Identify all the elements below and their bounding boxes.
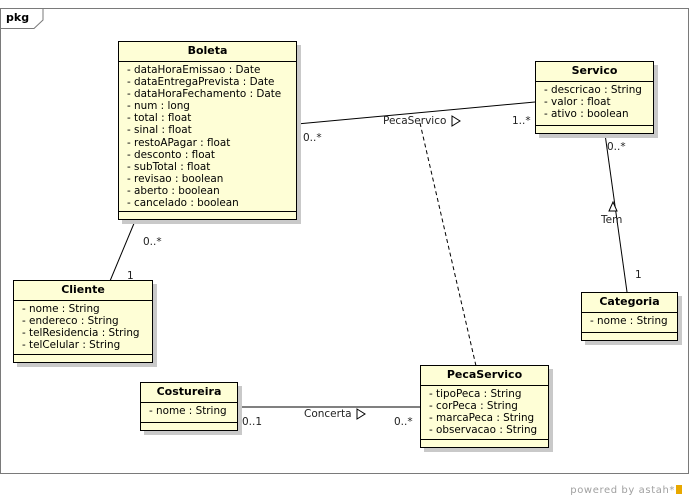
- attribute-list: - nome : String: [582, 313, 677, 327]
- attribute: - total : float: [127, 112, 192, 125]
- multiplicity-costureira-near-pecaservico: 0..*: [394, 416, 413, 428]
- attribute: - endereco : String: [22, 315, 119, 328]
- multiplicity-boleta-cliente-near-cliente: 1: [127, 270, 134, 282]
- class-categoria[interactable]: Categoria - nome : String: [581, 292, 678, 341]
- class-cliente[interactable]: Cliente - nome : String - endereco : Str…: [13, 280, 153, 363]
- attribute: - tipoPeca : String: [429, 388, 522, 400]
- attribute: - cancelado : boolean: [127, 197, 239, 210]
- class-name: Servico: [536, 62, 653, 82]
- attribute: - telResidencia : String: [22, 327, 140, 340]
- attribute: - num : long: [127, 100, 190, 113]
- watermark-text: powered by astah*: [570, 485, 675, 496]
- assoc-class-dashed-line: [419, 122, 477, 367]
- attribute: - observacao : String: [429, 424, 538, 437]
- direction-arrow-pecaservico: [451, 115, 461, 127]
- operations-compartment: [536, 125, 653, 133]
- attribute: - restoAPagar : float: [127, 136, 231, 149]
- multiplicity-servico-categoria-near-categoria: 1: [635, 269, 642, 281]
- attribute: - descricao : String: [544, 84, 642, 96]
- attribute-list: - descricao : String - valor : float - a…: [536, 82, 653, 120]
- class-pecaservico[interactable]: PecaServico - tipoPeca : String - corPec…: [420, 365, 549, 448]
- class-name: Boleta: [119, 42, 296, 62]
- class-costureira[interactable]: Costureira - nome : String: [140, 382, 238, 431]
- multiplicity-servico-categoria-near-servico: 0..*: [607, 141, 626, 153]
- operations-compartment: [421, 439, 548, 447]
- attribute: - valor : float: [544, 96, 611, 109]
- attribute: - nome : String: [22, 303, 100, 315]
- operations-compartment: [119, 211, 296, 219]
- attribute-list: - nome : String: [141, 403, 237, 417]
- attribute: - dataHoraFechamento : Date: [127, 88, 282, 101]
- attribute: - dataEntregaPrevista : Date: [127, 76, 275, 89]
- assoc-line-boleta-servico: [296, 101, 536, 125]
- attribute: - nome : String: [590, 315, 668, 327]
- operations-compartment: [141, 422, 237, 430]
- direction-arrow-tem: [608, 200, 618, 212]
- astah-watermark: powered by astah*: [570, 485, 682, 496]
- multiplicity-costureira-near-costureira: 0..1: [242, 416, 263, 428]
- class-name: Categoria: [582, 293, 677, 313]
- attribute: - marcaPeca : String: [429, 412, 535, 425]
- class-name: Cliente: [14, 281, 152, 301]
- class-name: PecaServico: [421, 366, 548, 386]
- package-frame: [0, 8, 689, 474]
- assoc-name-concerta: Concerta: [304, 408, 352, 420]
- attribute-list: - tipoPeca : String - corPeca : String -…: [421, 386, 548, 436]
- attribute-list: - nome : String - endereco : String - te…: [14, 301, 152, 351]
- multiplicity-boleta-servico-near-boleta: 0..*: [303, 132, 322, 144]
- multiplicity-boleta-cliente-near-boleta: 0..*: [143, 236, 162, 248]
- attribute: - ativo : boolean: [544, 108, 629, 121]
- multiplicity-boleta-servico-near-servico: 1..*: [512, 115, 531, 127]
- attribute: - desconto : float: [127, 148, 215, 161]
- package-label: pkg: [6, 11, 30, 24]
- direction-arrow-concerta: [356, 408, 366, 420]
- assoc-line-boleta-cliente: [109, 220, 136, 282]
- class-boleta[interactable]: Boleta - dataHoraEmissao : Date - dataEn…: [118, 41, 297, 220]
- attribute: - aberto : boolean: [127, 184, 220, 197]
- class-name: Costureira: [141, 383, 237, 403]
- attribute: - corPeca : String: [429, 400, 518, 413]
- attribute-list: - dataHoraEmissao : Date - dataEntregaPr…: [119, 62, 296, 209]
- attribute: - revisao : boolean: [127, 172, 224, 185]
- assoc-line-servico-categoria: [604, 133, 628, 293]
- attribute: - dataHoraEmissao : Date: [127, 64, 261, 76]
- astah-logo-icon: [676, 485, 682, 494]
- attribute: - nome : String: [149, 405, 227, 417]
- assoc-name-pecaservico: PecaServico: [383, 115, 447, 127]
- operations-compartment: [582, 332, 677, 340]
- package-tab: [0, 8, 44, 29]
- attribute: - subTotal : float: [127, 160, 211, 173]
- operations-compartment: [14, 354, 152, 362]
- attribute: - sinal : float: [127, 124, 192, 137]
- attribute: - telCelular : String: [22, 339, 121, 352]
- class-servico[interactable]: Servico - descricao : String - valor : f…: [535, 61, 654, 134]
- assoc-name-tem: Tem: [601, 214, 623, 226]
